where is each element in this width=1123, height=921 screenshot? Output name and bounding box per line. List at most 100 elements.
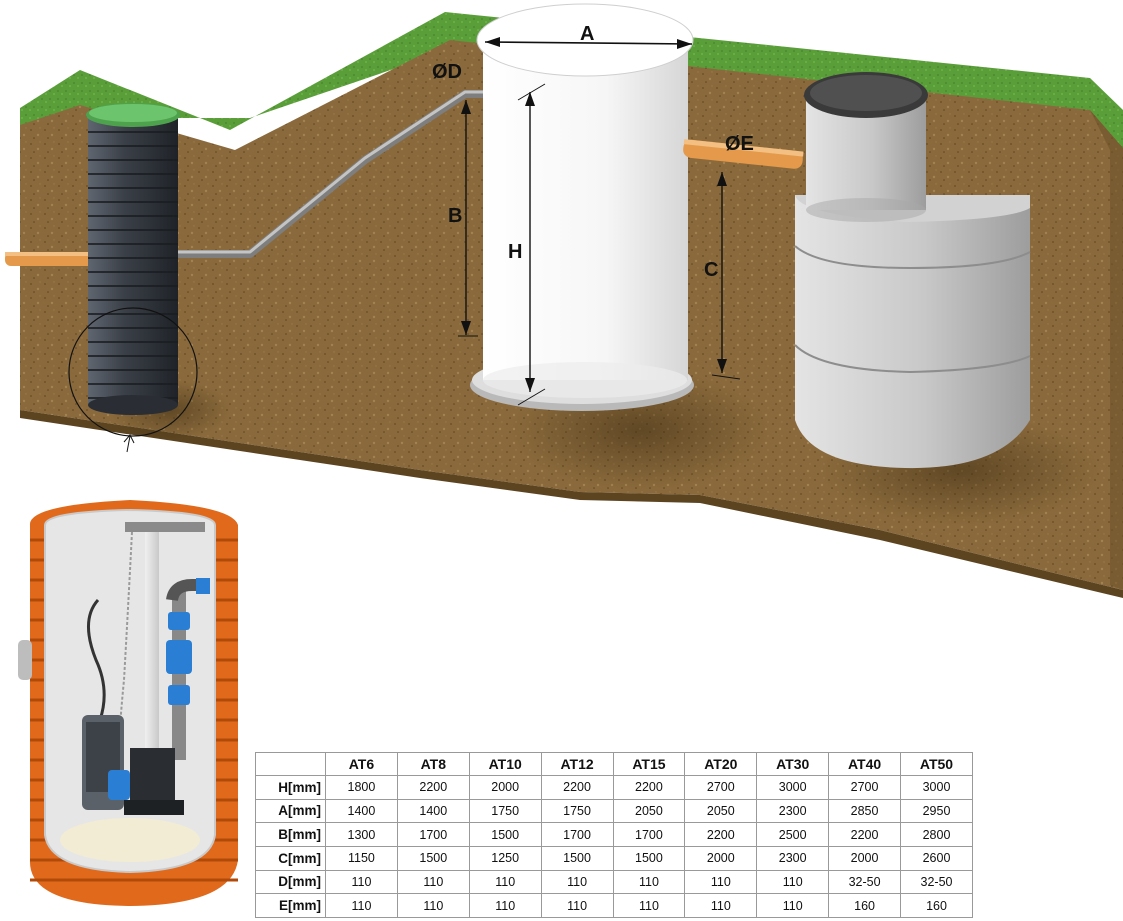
table-cell: 2700 <box>828 775 901 800</box>
detail-arrow <box>126 435 131 453</box>
table-cell: 1400 <box>396 798 470 824</box>
table-cell: 3000 <box>756 775 830 800</box>
table-cell: 2000 <box>684 845 758 871</box>
table-cell: 2000 <box>828 845 901 871</box>
table-cell: 2200 <box>540 775 614 800</box>
dimension-b <box>458 100 478 337</box>
table-cell: 1500 <box>612 845 686 871</box>
table-header-row: AT6 AT8 AT10 AT12 AT15 AT20 AT30 AT40 AT… <box>255 752 973 776</box>
table-header-cell: AT10 <box>468 752 542 776</box>
table-cell: 3000 <box>900 775 973 800</box>
table-row: H[mm] 1800 2200 2000 2200 2200 2700 3000… <box>255 775 973 800</box>
table-cell: 110 <box>325 869 398 895</box>
specification-table-container: AT6 AT8 AT10 AT12 AT15 AT20 AT30 AT40 AT… <box>255 752 973 918</box>
table-cell: 110 <box>612 893 686 918</box>
table-cell: 2300 <box>756 798 830 824</box>
soil-front-face <box>20 410 1123 598</box>
table-cell: 2200 <box>612 775 686 800</box>
detail-circle <box>68 307 198 437</box>
table-cell: 2200 <box>396 775 470 800</box>
table-cell: 1750 <box>468 798 542 824</box>
table-cell: 2300 <box>756 845 830 871</box>
table-header-cell: AT50 <box>900 752 973 776</box>
table-cell: 160 <box>828 893 901 918</box>
table-cell: 1700 <box>612 822 686 847</box>
table-cell: 110 <box>396 869 470 895</box>
table-row: C[mm] 1150 1500 1250 1500 1500 2000 2300… <box>255 845 973 871</box>
pump-station-cutaway <box>18 500 239 906</box>
table-row: B[mm] 1300 1700 1500 1700 1700 2200 2500… <box>255 822 973 847</box>
table-cell: 2700 <box>684 775 758 800</box>
table-cell: 1300 <box>325 822 398 847</box>
row-label: E[mm] <box>255 893 326 918</box>
table-cell: 110 <box>756 869 830 895</box>
table-cell: 1250 <box>468 845 542 871</box>
table-cell: 110 <box>396 893 470 918</box>
table-cell: 2600 <box>900 845 973 871</box>
table-cell: 110 <box>684 869 758 895</box>
table-header-cell: AT40 <box>828 752 901 776</box>
main-tank <box>470 3 694 411</box>
table-row: E[mm] 110 110 110 110 110 110 110 160 16… <box>255 893 973 918</box>
table-cell: 1500 <box>540 845 614 871</box>
dimension-a <box>484 37 693 49</box>
table-cell: 2200 <box>684 822 758 847</box>
table-row: D[mm] 110 110 110 110 110 110 110 32-50 … <box>255 869 973 895</box>
table-header-cell: AT30 <box>756 752 830 776</box>
table-cell: 32-50 <box>900 869 973 895</box>
table-header-cell: AT6 <box>325 752 398 776</box>
table-cell: 2200 <box>828 822 901 847</box>
table-cell: 2950 <box>900 798 973 824</box>
table-cell: 2050 <box>684 798 758 824</box>
label-c: C <box>704 259 718 281</box>
table-cell: 110 <box>468 869 542 895</box>
row-label: C[mm] <box>255 845 326 871</box>
table-cell: 110 <box>540 869 614 895</box>
table-cell: 1700 <box>396 822 470 847</box>
pressure-pipe <box>175 90 485 258</box>
pump-well <box>86 103 180 415</box>
tank-top <box>476 3 694 77</box>
table-cell: 1700 <box>540 822 614 847</box>
row-label: B[mm] <box>255 822 326 847</box>
table-cell: 2500 <box>756 822 830 847</box>
table-cell: 1750 <box>540 798 614 824</box>
table-cell: 160 <box>900 893 973 918</box>
label-d: ØD <box>432 61 462 83</box>
table-cell: 110 <box>684 893 758 918</box>
soil-side-face <box>1090 110 1123 590</box>
table-cell: 2800 <box>900 822 973 847</box>
dimension-c <box>711 172 741 380</box>
grass-surface <box>20 12 1123 190</box>
dimension-h <box>517 83 546 406</box>
table-header-cell: AT8 <box>396 752 470 776</box>
table-cell: 32-50 <box>828 869 901 895</box>
table-cell: 110 <box>612 869 686 895</box>
label-e: ØE <box>725 133 754 155</box>
table-row: A[mm] 1400 1400 1750 1750 2050 2050 2300… <box>255 798 973 824</box>
table-cell: 2850 <box>828 798 901 824</box>
table-cell: 110 <box>540 893 614 918</box>
septic-tank <box>794 72 1031 469</box>
row-label: H[mm] <box>255 775 326 800</box>
table-cell: 1800 <box>325 775 398 800</box>
table-cell: 1500 <box>468 822 542 847</box>
table-cell: 1150 <box>325 845 398 871</box>
table-cell: 110 <box>756 893 830 918</box>
table-cell: 1400 <box>325 798 398 824</box>
table-header-cell: AT12 <box>540 752 614 776</box>
table-cell: 2050 <box>612 798 686 824</box>
table-cell: 110 <box>468 893 542 918</box>
label-a: A <box>580 23 594 45</box>
table-header-cell <box>255 752 326 776</box>
label-b: B <box>448 205 462 227</box>
table-header-cell: AT15 <box>612 752 686 776</box>
row-label: A[mm] <box>255 798 326 824</box>
table-cell: 1500 <box>396 845 470 871</box>
table-header-cell: AT20 <box>684 752 758 776</box>
table-cell: 110 <box>325 893 398 918</box>
label-h: H <box>508 241 522 263</box>
row-label: D[mm] <box>255 869 326 895</box>
table-cell: 2000 <box>468 775 542 800</box>
